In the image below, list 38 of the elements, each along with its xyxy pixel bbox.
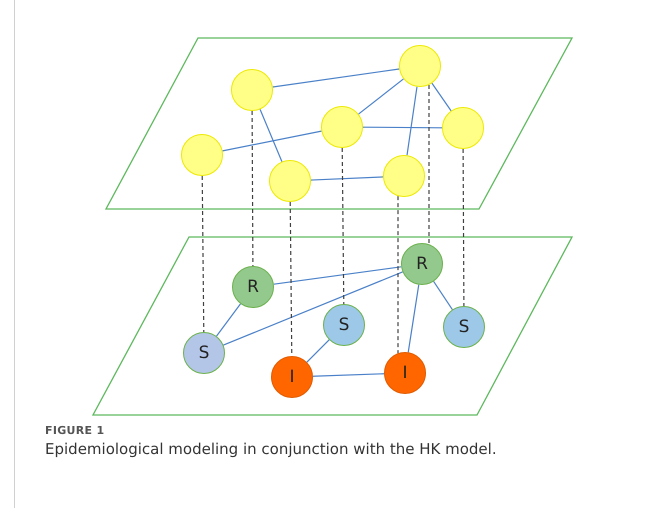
connector-line [310,176,384,181]
node-circle [181,134,223,176]
connector-line [306,339,330,363]
connector-line [272,68,400,88]
node-circle: S [323,304,365,346]
dashed-connector [397,196,399,354]
connector-line [433,281,453,310]
connector-line [363,126,442,128]
connector-line [274,266,402,285]
node-circle: R [401,243,443,285]
node-circle [231,69,273,111]
dashed-connector [428,84,430,244]
dashed-connector [202,176,204,332]
connector-line [408,284,420,352]
node-circle [442,107,484,149]
connector-line [406,86,418,156]
connector-line [260,109,282,162]
node-circle [321,106,363,148]
node-circle [383,155,425,197]
node-circle: R [232,266,274,308]
connector-line [431,82,452,112]
node-circle: I [384,352,426,394]
dashed-connector [290,202,292,356]
dashed-connector [252,111,254,266]
connector-line [358,78,404,115]
figure-label: FIGURE 1 [45,424,104,437]
connector-line [312,373,384,377]
dashed-connector [462,149,464,306]
node-circle: S [183,332,225,374]
connector-line [222,130,322,152]
node-circle: S [443,306,485,348]
node-circle: I [271,356,313,398]
caption: Epidemiological modeling in conjunction with the HK model. [45,440,497,458]
dashed-connector [342,148,344,304]
connector-line [223,271,403,346]
connector-line [216,304,241,336]
node-circle [399,45,441,87]
node-circle [269,160,311,202]
